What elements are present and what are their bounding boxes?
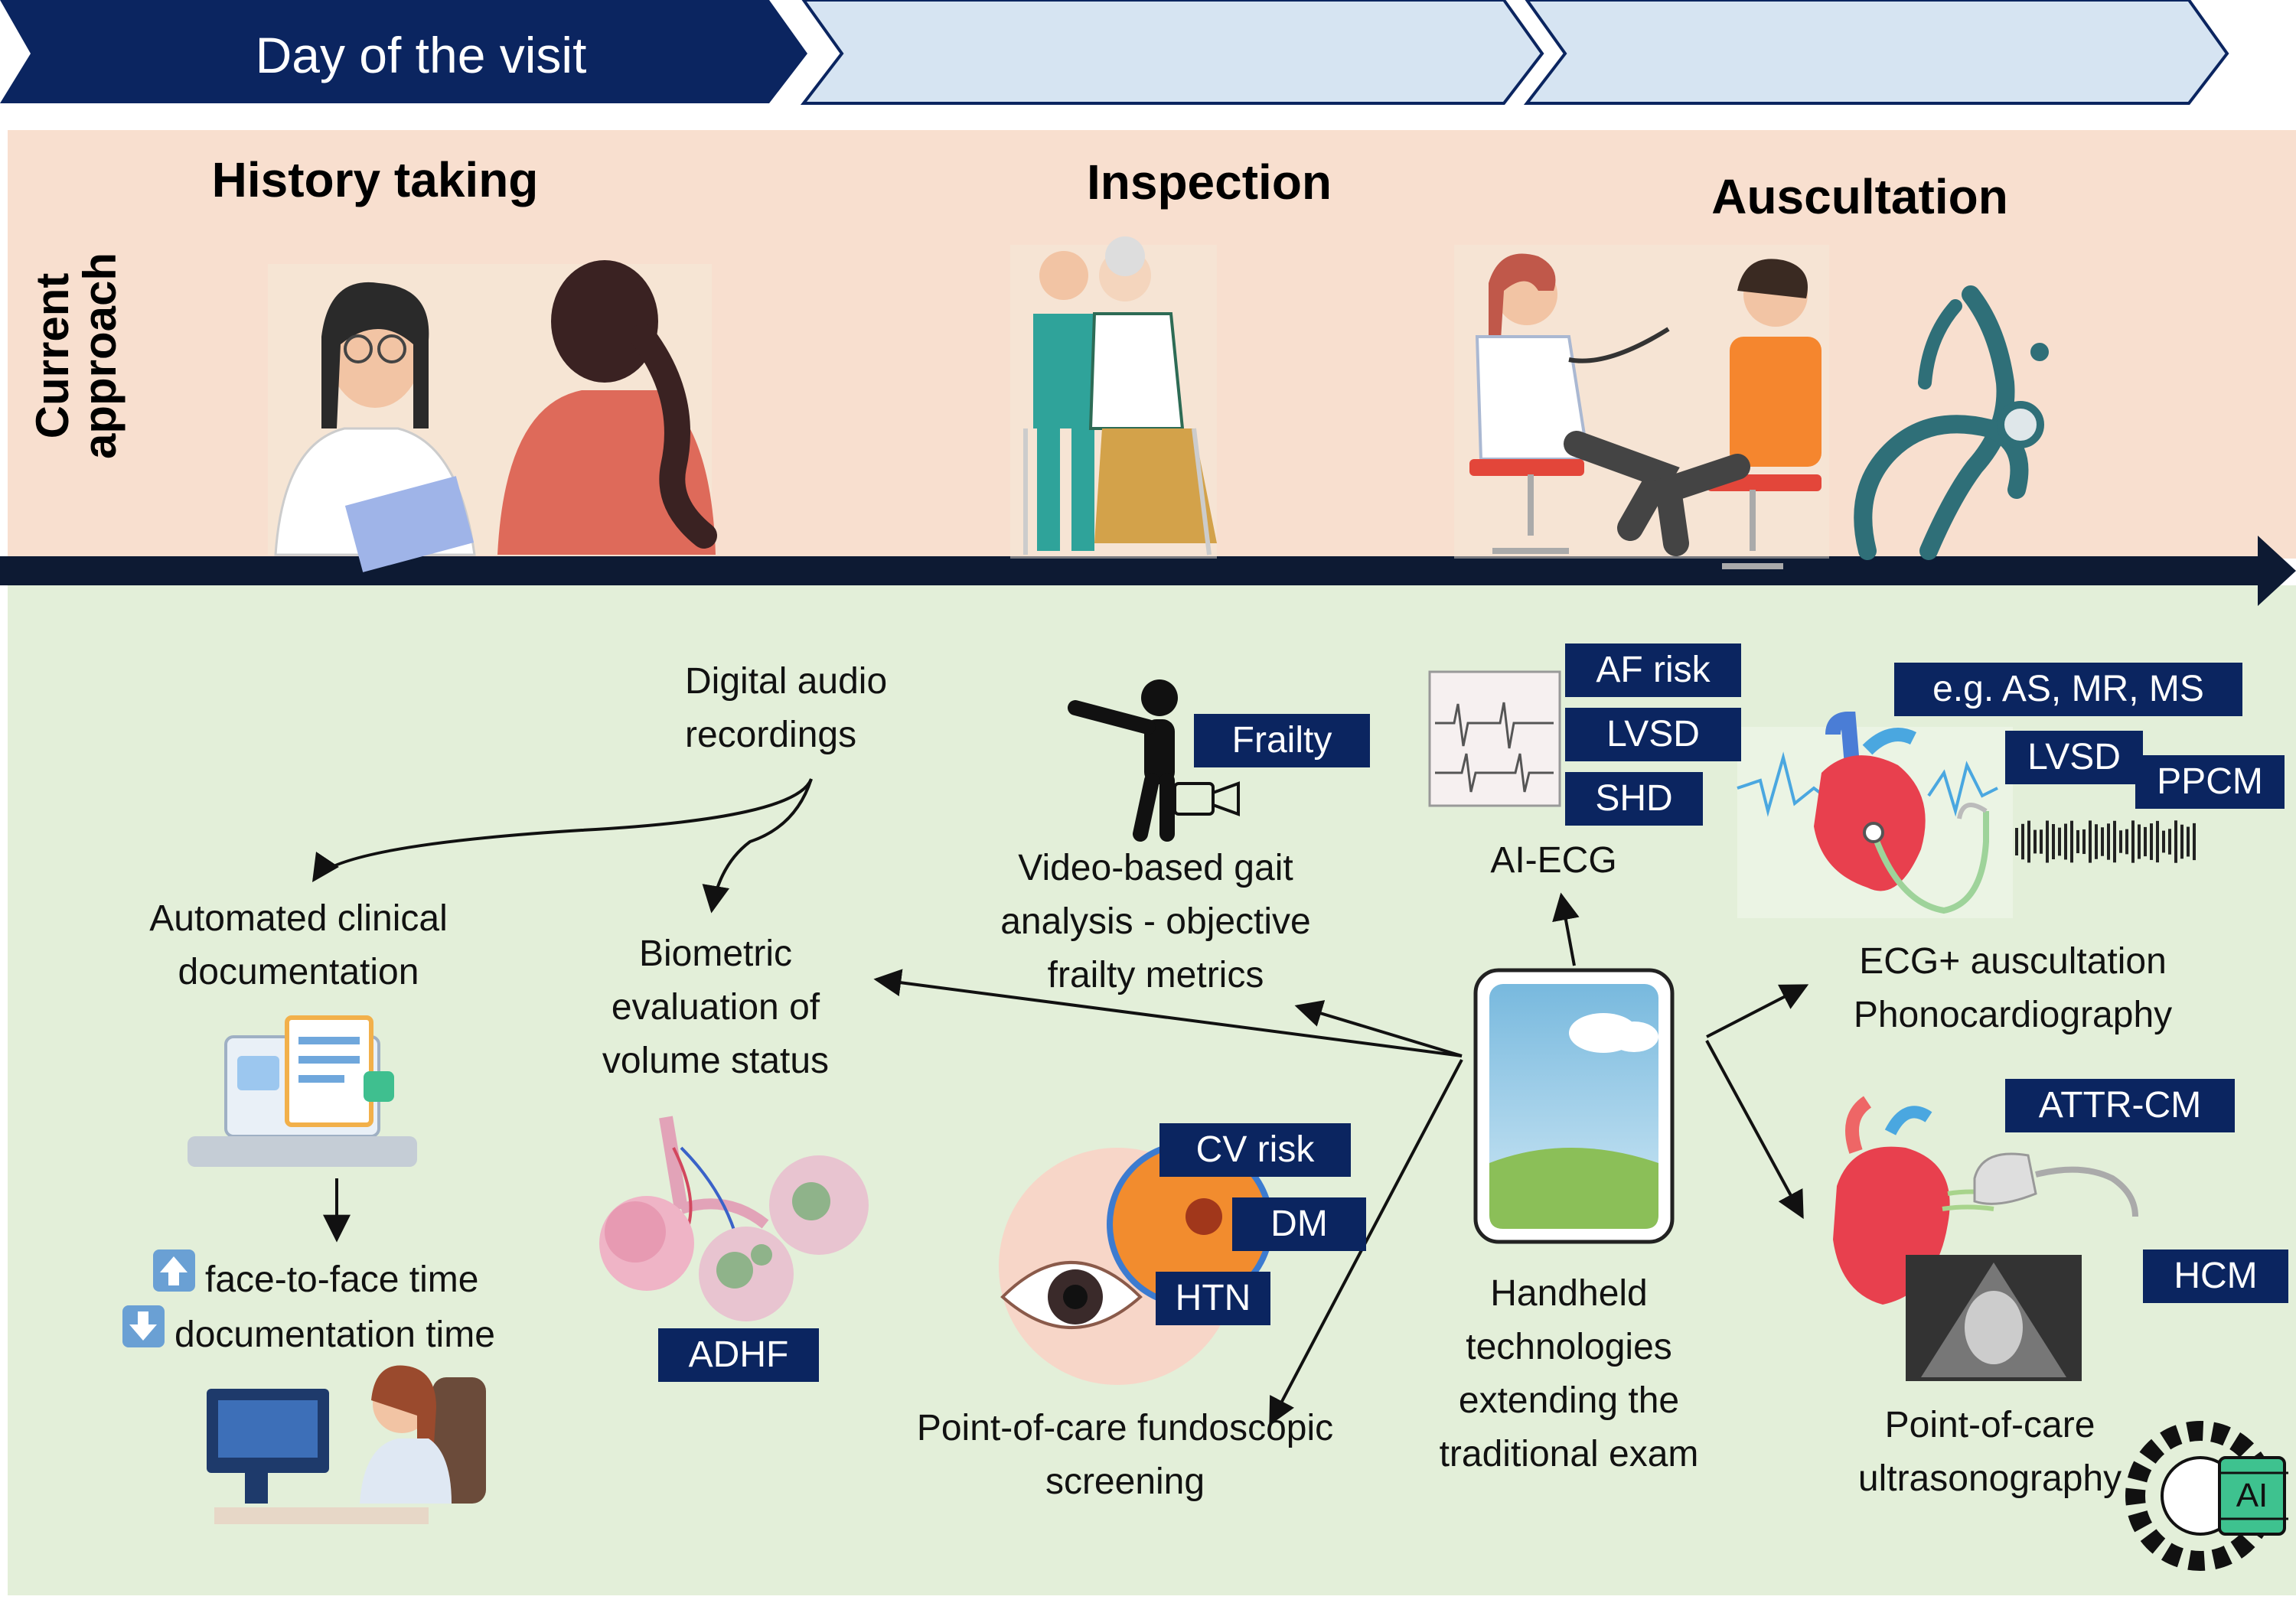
tag-frailty: Frailty — [1194, 714, 1370, 767]
phonocardiography-label: ECG+ auscultation Phonocardiography — [1853, 941, 2173, 1035]
arrow-audio-to-biometric — [702, 778, 813, 914]
ultrasonography-label: Point-of-care ultrasonography — [1857, 1405, 2122, 1499]
smartphone-icon — [1473, 968, 1675, 1244]
eye-fundus-icon — [999, 1141, 1274, 1385]
current-approach-text: Current approach — [27, 252, 126, 460]
history-taking-illustration — [268, 260, 717, 572]
timeline-step-1 — [0, 0, 807, 103]
gait-analysis-label: Video-based gait analysis - objective fr… — [1000, 848, 1311, 995]
tag-shd: SHD — [1565, 772, 1703, 826]
documentation-time-label: documentation time — [174, 1315, 495, 1355]
timeline-step-2 — [800, 0, 1544, 105]
ai-ecg-label: AI-ECG — [1490, 840, 1617, 881]
arrow-audio-to-documentation — [311, 778, 813, 882]
tag-af-risk: AF risk — [1565, 643, 1741, 697]
fundoscopy-label: Point-of-care fundoscopic screening — [916, 1408, 1334, 1502]
arrow-handheld-to-ultrasound — [1705, 1040, 1804, 1220]
arrow-handheld-to-gait — [1294, 1000, 1463, 1057]
timeline-step-3 — [1523, 0, 2229, 105]
current-approach-label: Current approach — [27, 241, 126, 471]
tag-lvsd-ecg: LVSD — [1565, 708, 1741, 761]
tag-valve-disease: e.g. AS, MR, MS — [1894, 663, 2242, 716]
tag-ppcm: PPCM — [2135, 755, 2285, 809]
stage-auscultation: Auscultation — [1711, 169, 2008, 224]
timeline-arrowhead — [2258, 536, 2296, 606]
arrow-up-icon — [153, 1249, 195, 1292]
arrow-handheld-to-ecg — [1552, 892, 1580, 966]
doctor-at-computer-icon — [207, 1365, 486, 1524]
ai-chip-icon — [2125, 1421, 2288, 1571]
documentation-label: Automated clinical documentation — [149, 898, 448, 992]
tag-hcm: HCM — [2143, 1249, 2288, 1303]
phonocardiogram-icon — [2015, 820, 2196, 863]
laptop-documentation-icon — [188, 1015, 417, 1167]
tag-dm: DM — [1232, 1197, 1366, 1251]
stage-history-taking: History taking — [211, 152, 539, 207]
heart-stethoscope-icon — [1737, 711, 2013, 918]
gait-figure-icon — [1068, 679, 1178, 842]
arrow-handheld-to-biometric — [873, 969, 1463, 1057]
biometric-label: Biometric evaluation of volume status — [602, 933, 830, 1081]
audio-recordings-label: Digital audio recordings — [685, 661, 888, 755]
tag-attr-cm: ATTR-CM — [2005, 1079, 2235, 1132]
stethoscope-icon — [1854, 285, 2049, 560]
timeline-arrow — [0, 556, 2262, 585]
timeline-step-1-label: Day of the visit — [255, 27, 587, 83]
lungs-icon — [599, 1116, 869, 1321]
inspection-illustration — [1010, 236, 1217, 559]
handheld-label: Handheld technologies extending the trad… — [1439, 1273, 1699, 1474]
auscultation-illustration — [1454, 245, 1829, 569]
tag-htn: HTN — [1156, 1272, 1270, 1325]
ai-badge-label: AI — [2236, 1477, 2268, 1514]
ecg-strip-icon — [1428, 670, 1561, 807]
face-to-face-time-label: face-to-face time — [205, 1259, 479, 1300]
arrow-handheld-to-phono — [1706, 984, 1809, 1038]
audio-waveform-icon — [104, 613, 673, 795]
tag-adhf: ADHF — [658, 1328, 819, 1382]
video-camera-icon — [1173, 781, 1240, 816]
heart-ultrasound-icon — [1833, 1096, 2138, 1381]
stage-inspection: Inspection — [1086, 155, 1332, 210]
arrow-down-icon — [122, 1305, 165, 1347]
tag-cv-risk: CV risk — [1159, 1123, 1351, 1177]
tag-lvsd-phono: LVSD — [2005, 731, 2143, 784]
arrow-handheld-to-fundoscopy — [1269, 1059, 1463, 1426]
